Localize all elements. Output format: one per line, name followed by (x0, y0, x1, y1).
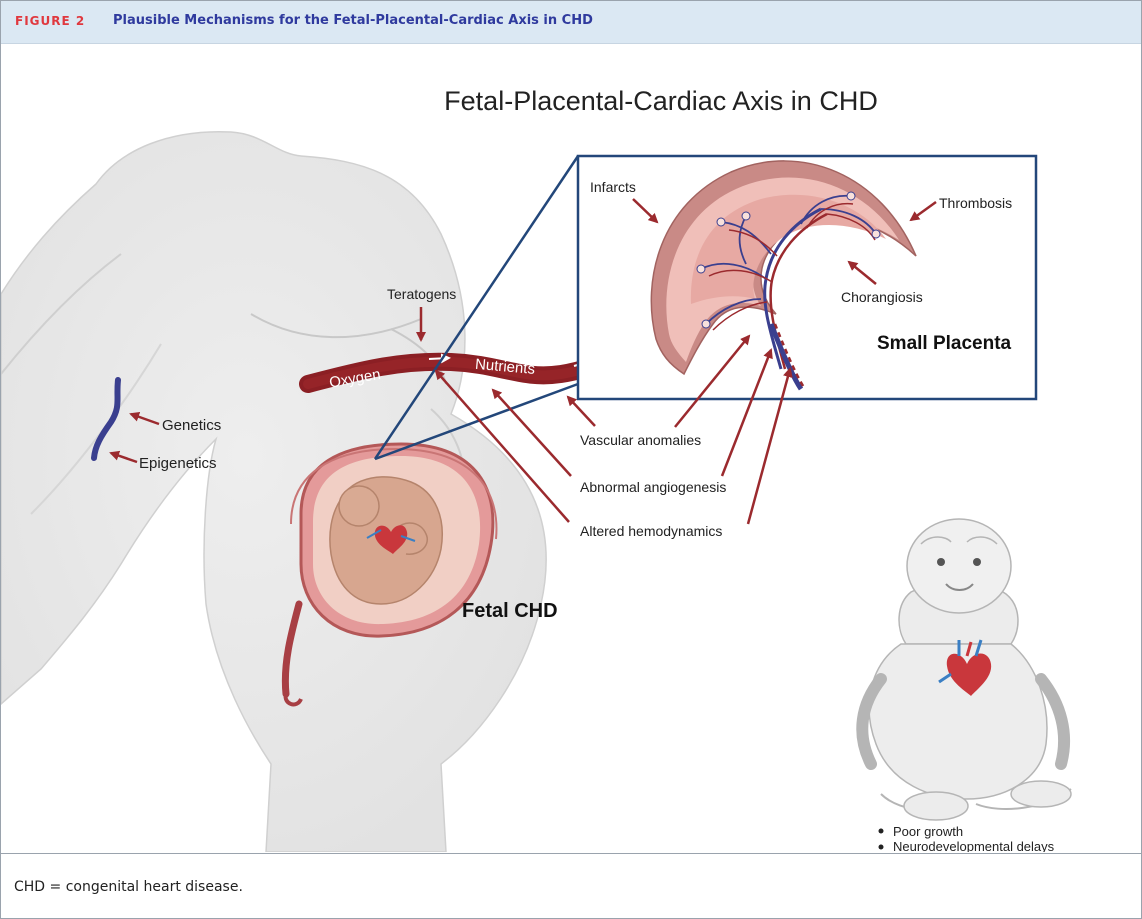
vascular-anomalies-label: Vascular anomalies (580, 432, 701, 448)
figure-caption: CHD = congenital heart disease. (14, 879, 243, 895)
main-title: Fetal-Placental-Cardiac Axis in CHD (444, 86, 878, 116)
chorangiosis-label: Chorangiosis (841, 289, 923, 305)
genetics-label: Genetics (162, 417, 221, 434)
infant-illustration (862, 519, 1071, 820)
illustration: Oxygen Nutrients (1, 44, 1141, 852)
abnormal-angiogenesis-label: Abnormal angiogenesis (580, 479, 726, 495)
figure-title: Plausible Mechanisms for the Fetal-Place… (113, 13, 593, 28)
outcome-item: Neurodevelopmental delays (893, 839, 1055, 852)
arrow-vascular-cord (568, 397, 595, 426)
infarcts-label: Infarcts (590, 179, 636, 195)
figure-header: FIGURE 2 Plausible Mechanisms for the Fe… (1, 1, 1141, 44)
bullet-icon (879, 845, 884, 850)
caption-divider (1, 853, 1141, 854)
outcome-item: Poor growth (893, 824, 963, 839)
small-placenta-label: Small Placenta (877, 333, 1012, 354)
bullet-icon (879, 829, 884, 834)
altered-hemodynamics-label: Altered hemodynamics (580, 523, 722, 539)
epigenetics-label: Epigenetics (139, 455, 217, 472)
teratogens-label: Teratogens (387, 286, 456, 302)
thrombosis-label: Thrombosis (939, 195, 1012, 211)
fetal-chd-label: Fetal CHD (462, 600, 558, 622)
oxygen-flow-arrow (429, 358, 449, 359)
outcome-list: Poor growth Neurodevelopmental delays (879, 824, 1055, 852)
figure-label: FIGURE 2 (15, 14, 85, 28)
